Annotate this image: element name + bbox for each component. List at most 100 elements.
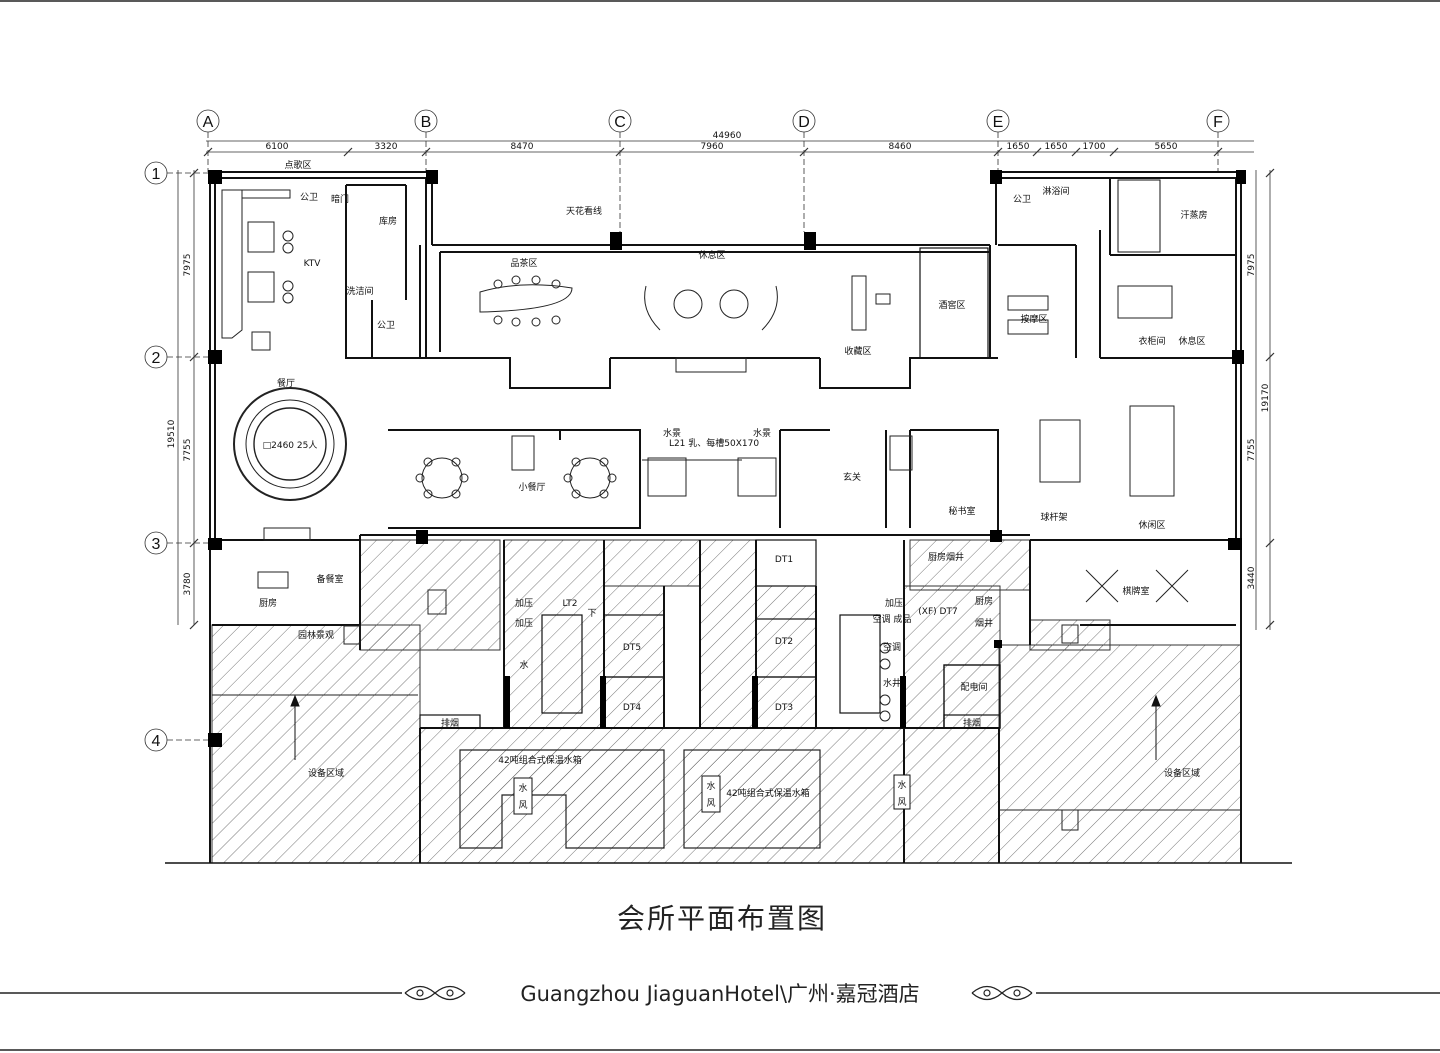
label-shou-cang: 收藏区 xyxy=(844,345,871,357)
dim-right-3: 3440 xyxy=(1247,566,1257,589)
label-shui-xiang-1: 42吨组合式保温水箱 xyxy=(498,754,581,766)
grid-label-2: 2 xyxy=(152,350,161,367)
label-an-mo: 按摩区 xyxy=(1020,313,1047,325)
label-kong-tiao-2: 空调 xyxy=(883,641,901,653)
label-chu-fang: 厨房 xyxy=(259,597,277,609)
walls xyxy=(165,171,1292,864)
grid-label-a: A xyxy=(203,114,214,131)
label-chu-fang-yan: 厨房烟井 xyxy=(928,551,964,563)
label-xf-dt7: (XF) DT7 xyxy=(918,607,957,617)
tank-markers xyxy=(513,774,911,815)
label-shui-2: 水 xyxy=(706,780,715,792)
label-ktv: KTV xyxy=(304,259,322,269)
grid-label-d: D xyxy=(798,114,810,131)
label-gong-wei-1: 公卫 xyxy=(300,192,318,203)
grid-label-3: 3 xyxy=(152,536,161,553)
dimension-ticks xyxy=(189,147,1275,630)
label-chu-fang-2: 厨房 xyxy=(975,595,993,607)
label-dt2: DT2 xyxy=(775,637,793,647)
label-shui-1: 水 xyxy=(518,782,527,794)
label-xuan-guan: 玄关 xyxy=(843,471,861,483)
dim-top-6: 1650 xyxy=(1007,142,1030,152)
furniture xyxy=(221,189,1189,831)
grid-label-1: 1 xyxy=(152,166,161,183)
dim-top-5: 8460 xyxy=(889,142,912,152)
label-feng-1: 风 xyxy=(518,800,527,811)
label-jia-ya-2: 加压 xyxy=(515,618,533,629)
label-lin-yu: 淋浴间 xyxy=(1042,185,1069,197)
label-shui-3: 水 xyxy=(897,779,906,791)
label-pai-yan-1: 排烟 xyxy=(441,717,459,729)
drawing-title: 会所平面布置图 xyxy=(617,902,827,935)
label-shui-small: 水 xyxy=(519,659,528,671)
label-jia-ya-1: 加压 xyxy=(515,598,533,609)
dim-top-8: 1700 xyxy=(1083,142,1106,152)
dim-top-2: 3320 xyxy=(375,142,398,152)
label-xi-jie: 洗洁间 xyxy=(346,285,373,297)
label-yan-jing: 烟井 xyxy=(975,617,993,629)
label-dt1: DT1 xyxy=(775,555,793,565)
dim-top-4: 7960 xyxy=(701,142,724,152)
label-she-bei-right: 设备区域 xyxy=(1164,767,1200,779)
label-yi-gui: 衣柜间 xyxy=(1138,335,1165,347)
label-dt5: DT5 xyxy=(623,643,641,653)
label-tian-hua: 天花看线 xyxy=(566,205,602,217)
dim-total-top: 44960 xyxy=(713,131,742,141)
label-shui-jing-left: 水景 xyxy=(663,427,681,439)
grid-label-c: C xyxy=(614,114,626,131)
dim-left-total: 19510 xyxy=(167,419,177,448)
label-ku-fang: 库房 xyxy=(379,215,397,227)
label-kong-tiao-1: 空调 成品 xyxy=(873,613,912,625)
footer-ornament-right xyxy=(971,985,1033,1001)
label-feng-3: 风 xyxy=(897,797,906,808)
label-she-bei-left: 设备区域 xyxy=(308,767,344,779)
footer-text: Guangzhou JiaguanHotel\广州·嘉冠酒店 xyxy=(520,982,919,1006)
label-pai-yan-2: 排烟 xyxy=(963,717,981,729)
dim-top-3: 8470 xyxy=(511,142,534,152)
label-dian-ge: 点歌区 xyxy=(284,159,311,171)
grid-label-4: 4 xyxy=(152,733,161,750)
dim-right-2: 7755 xyxy=(1247,439,1257,462)
label-shui-jing-right: 水景 xyxy=(753,427,771,439)
dim-top-7: 1650 xyxy=(1045,142,1068,152)
equipment-arrows xyxy=(290,694,1161,760)
grid-label-b: B xyxy=(421,114,432,131)
label-bei-can: 备餐室 xyxy=(316,573,343,585)
label-pei-dian: 配电间 xyxy=(960,681,987,693)
label-jia-ya-3: 加压 xyxy=(885,598,903,609)
label-gong-wei-3: 公卫 xyxy=(1013,194,1031,205)
label-yuan-lin: 园林景观 xyxy=(298,629,334,641)
grid-label-f: F xyxy=(1213,114,1223,131)
label-stair-note: L21 乳、每槽50X170 xyxy=(669,437,759,449)
label-an-men: 暗门 xyxy=(331,193,349,205)
dim-top-9: 5650 xyxy=(1155,142,1178,152)
dim-top-1: 6100 xyxy=(266,142,289,152)
label-mi-shu: 秘书室 xyxy=(948,505,975,517)
footer-ornament-left xyxy=(404,985,466,1001)
label-can-ting: 餐厅 xyxy=(277,377,295,389)
label-han-zheng: 汗蒸房 xyxy=(1180,209,1207,221)
dim-right-1: 7975 xyxy=(1247,254,1257,277)
label-xia: 下 xyxy=(587,609,596,619)
label-xiu-xian: 休闲区 xyxy=(1138,519,1165,531)
label-shui-jing-well: 水井 xyxy=(883,677,901,689)
label-round-table: □2460 25人 xyxy=(263,440,318,451)
label-dt3: DT3 xyxy=(775,703,793,713)
label-dt4: DT4 xyxy=(623,703,641,713)
label-xiu-xi: 休息区 xyxy=(698,249,725,261)
label-lt2: LT2 xyxy=(563,599,578,609)
label-shui-xiang-2: 42吨组合式保温水箱 xyxy=(726,787,809,799)
service-zones xyxy=(211,539,1242,864)
label-xiao-can-ting: 小餐厅 xyxy=(518,481,545,493)
label-jiu-jiao: 酒窖区 xyxy=(938,299,965,311)
dim-left-3: 3780 xyxy=(183,572,193,595)
label-xiu-xi-2: 休息区 xyxy=(1178,335,1205,347)
structural-columns xyxy=(208,170,1246,747)
label-feng-2: 风 xyxy=(706,798,715,809)
label-qiu-gan: 球杆架 xyxy=(1040,511,1067,523)
label-pin-cha: 品茶区 xyxy=(510,257,537,269)
label-gong-wei-2: 公卫 xyxy=(377,320,395,331)
dim-left-2: 7755 xyxy=(183,439,193,462)
grid-label-e: E xyxy=(993,114,1004,131)
